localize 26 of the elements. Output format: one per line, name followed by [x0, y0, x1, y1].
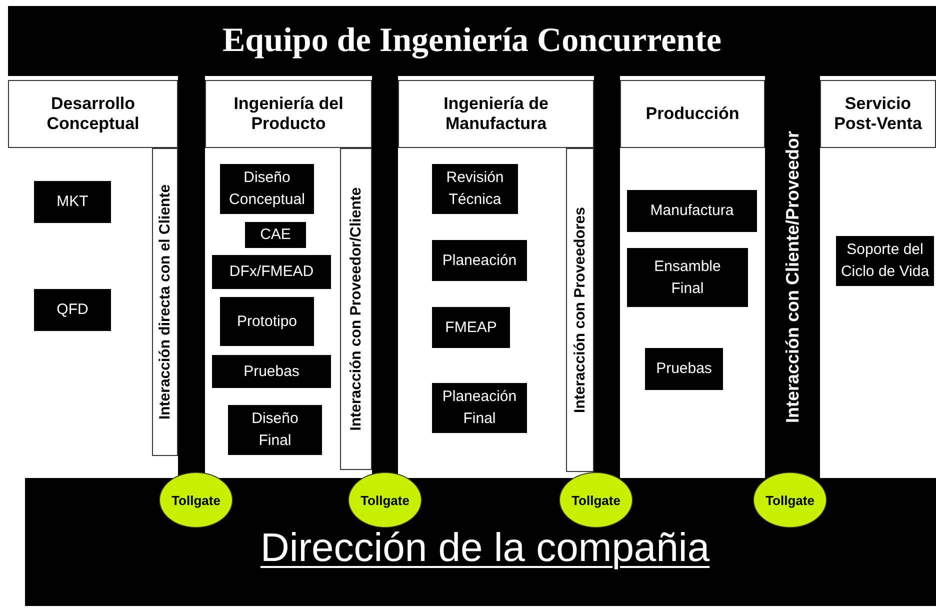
column-header: Desarrollo Conceptual [8, 80, 178, 148]
process-box: Planeación [432, 240, 527, 281]
interaction-strip: Interacción con Proveedores [566, 148, 594, 472]
process-box: Ensamble Final [627, 248, 748, 307]
process-box: CAE [245, 222, 306, 248]
process-box: Revisión Técnica [432, 164, 518, 214]
process-box: Pruebas [645, 348, 723, 390]
process-box: QFD [34, 289, 111, 331]
column-header: Ingeniería de Manufactura [398, 80, 594, 148]
process-box: DFx/FMEAD [212, 255, 331, 289]
process-box: FMEAP [432, 307, 510, 348]
process-box: MKT [34, 181, 111, 223]
process-box: Diseño Conceptual [220, 164, 314, 214]
process-box: Manufactura [627, 190, 757, 232]
column-header: Ingeniería del Producto [205, 80, 372, 148]
process-box: Diseño Final [228, 405, 322, 455]
column-header: Producción [620, 80, 765, 148]
interaction-strip: Interacción directa con el Cliente [152, 148, 178, 456]
diagram-title: Equipo de Ingeniería Concurrente [221, 21, 722, 61]
process-box: Planeación Final [432, 383, 527, 433]
process-box: Prototipo [220, 297, 314, 346]
process-box: Pruebas [212, 355, 331, 388]
column-header: Servicio Post-Venta [820, 80, 936, 148]
interaction-strip: Interacción con Cliente/Proveedor [765, 76, 820, 478]
process-box: Soporte del Ciclo de Vida [836, 236, 934, 286]
interaction-strip: Interacción con Proveedor/Cliente [340, 148, 372, 470]
